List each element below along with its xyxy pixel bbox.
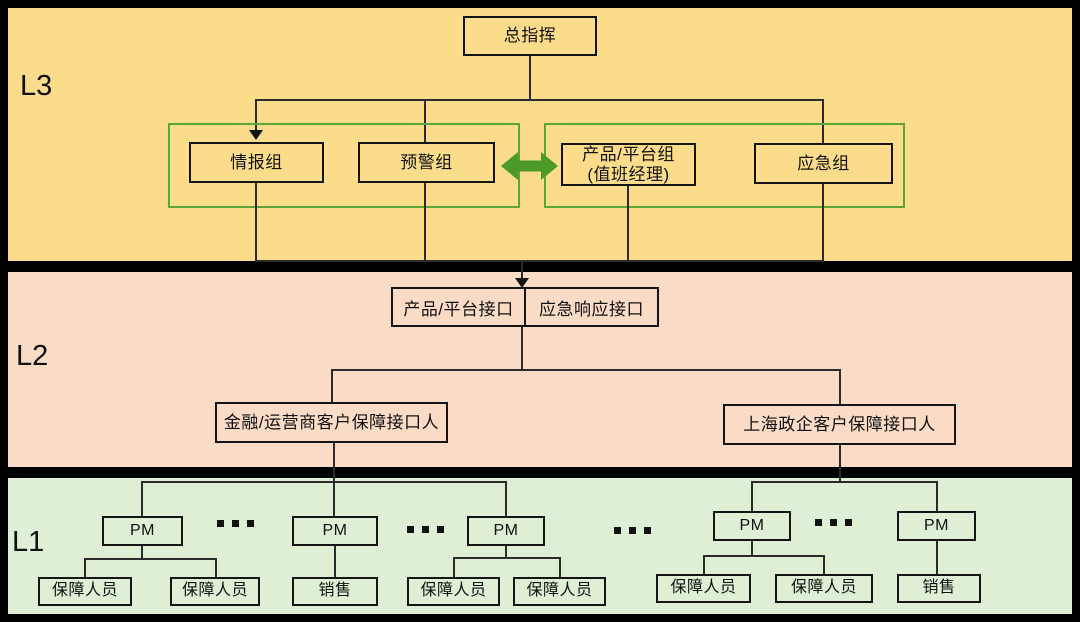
commander-box: 总指挥: [463, 16, 597, 56]
arrowhead-down-icon: [249, 130, 263, 140]
intel-group-box: 情报组: [189, 142, 324, 183]
warning-group-box: 预警组: [358, 142, 495, 183]
staff-box: 保障人员: [38, 577, 132, 606]
finance-carrier-contact-box: 金融/运营商客户保障接口人: [215, 402, 448, 443]
level-label-l1: L1: [12, 526, 45, 558]
connector-line: [703, 555, 705, 574]
level-label-l2: L2: [16, 340, 49, 372]
level-l3-band: [8, 8, 1072, 261]
ellipsis-dots: [614, 527, 651, 534]
connector-line: [751, 541, 753, 557]
connector-line: [505, 481, 507, 516]
staff-box: 保障人员: [513, 577, 606, 606]
connector-line: [255, 99, 824, 101]
connector-line: [424, 99, 426, 142]
product-platform-group-line2: (值班经理): [587, 164, 670, 184]
ellipsis-dots: [407, 526, 444, 533]
ellipsis-dots: [815, 519, 852, 526]
connector-line: [822, 99, 824, 144]
product-platform-group-line1: 产品/平台组: [582, 144, 675, 164]
staff-box: 保障人员: [407, 577, 500, 606]
ellipsis-dots: [217, 520, 254, 527]
connector-line: [822, 184, 824, 262]
level-label-l3: L3: [20, 70, 53, 102]
connector-line: [751, 481, 753, 511]
connector-line: [453, 557, 561, 559]
interface-box: 产品/平台接口 应急响应接口: [391, 287, 659, 327]
staff-box: 保障人员: [656, 574, 751, 603]
connector-line: [334, 546, 336, 577]
pm-box: PM: [713, 511, 791, 541]
sales-box: 销售: [292, 577, 378, 606]
connector-line: [823, 555, 825, 574]
emergency-group-box: 应急组: [754, 143, 893, 184]
connector-line: [529, 56, 531, 100]
connector-line: [559, 557, 561, 577]
pm-box: PM: [292, 516, 378, 546]
connector-line: [751, 481, 938, 483]
level-l1-band: [8, 478, 1072, 614]
sales-box: 销售: [897, 574, 981, 603]
connector-line: [936, 541, 938, 574]
emergency-response-interface-cell: 应急响应接口: [524, 289, 657, 325]
connector-line: [331, 369, 333, 402]
connector-line: [84, 558, 86, 577]
connector-line: [839, 445, 841, 483]
connector-line: [521, 260, 523, 278]
connector-line: [627, 186, 629, 262]
connector-line: [936, 481, 938, 511]
connector-line: [141, 546, 143, 560]
connector-line: [215, 558, 217, 577]
connector-line: [521, 327, 523, 371]
shanghai-gov-contact-box: 上海政企客户保障接口人: [723, 404, 956, 445]
pm-box: PM: [897, 511, 976, 541]
connector-line: [331, 369, 841, 371]
pm-box: PM: [467, 516, 545, 546]
connector-line: [255, 260, 824, 262]
green-double-arrow-icon: [501, 151, 558, 181]
connector-line: [141, 481, 143, 516]
staff-box: 保障人员: [775, 574, 873, 603]
staff-box: 保障人员: [170, 577, 260, 606]
connector-line: [255, 99, 257, 131]
connector-line: [453, 557, 455, 577]
connector-line: [255, 183, 257, 262]
product-platform-interface-cell: 产品/平台接口: [403, 299, 514, 319]
connector-line: [84, 558, 217, 560]
connector-line: [333, 443, 335, 516]
connector-line: [703, 555, 825, 557]
connector-line: [141, 481, 507, 483]
arrowhead-down-icon: [515, 278, 529, 288]
pm-box: PM: [102, 516, 183, 546]
connector-line: [424, 183, 426, 262]
product-platform-group-box: 产品/平台组 (值班经理): [561, 143, 696, 186]
connector-line: [839, 369, 841, 404]
connector-line: [505, 546, 507, 559]
